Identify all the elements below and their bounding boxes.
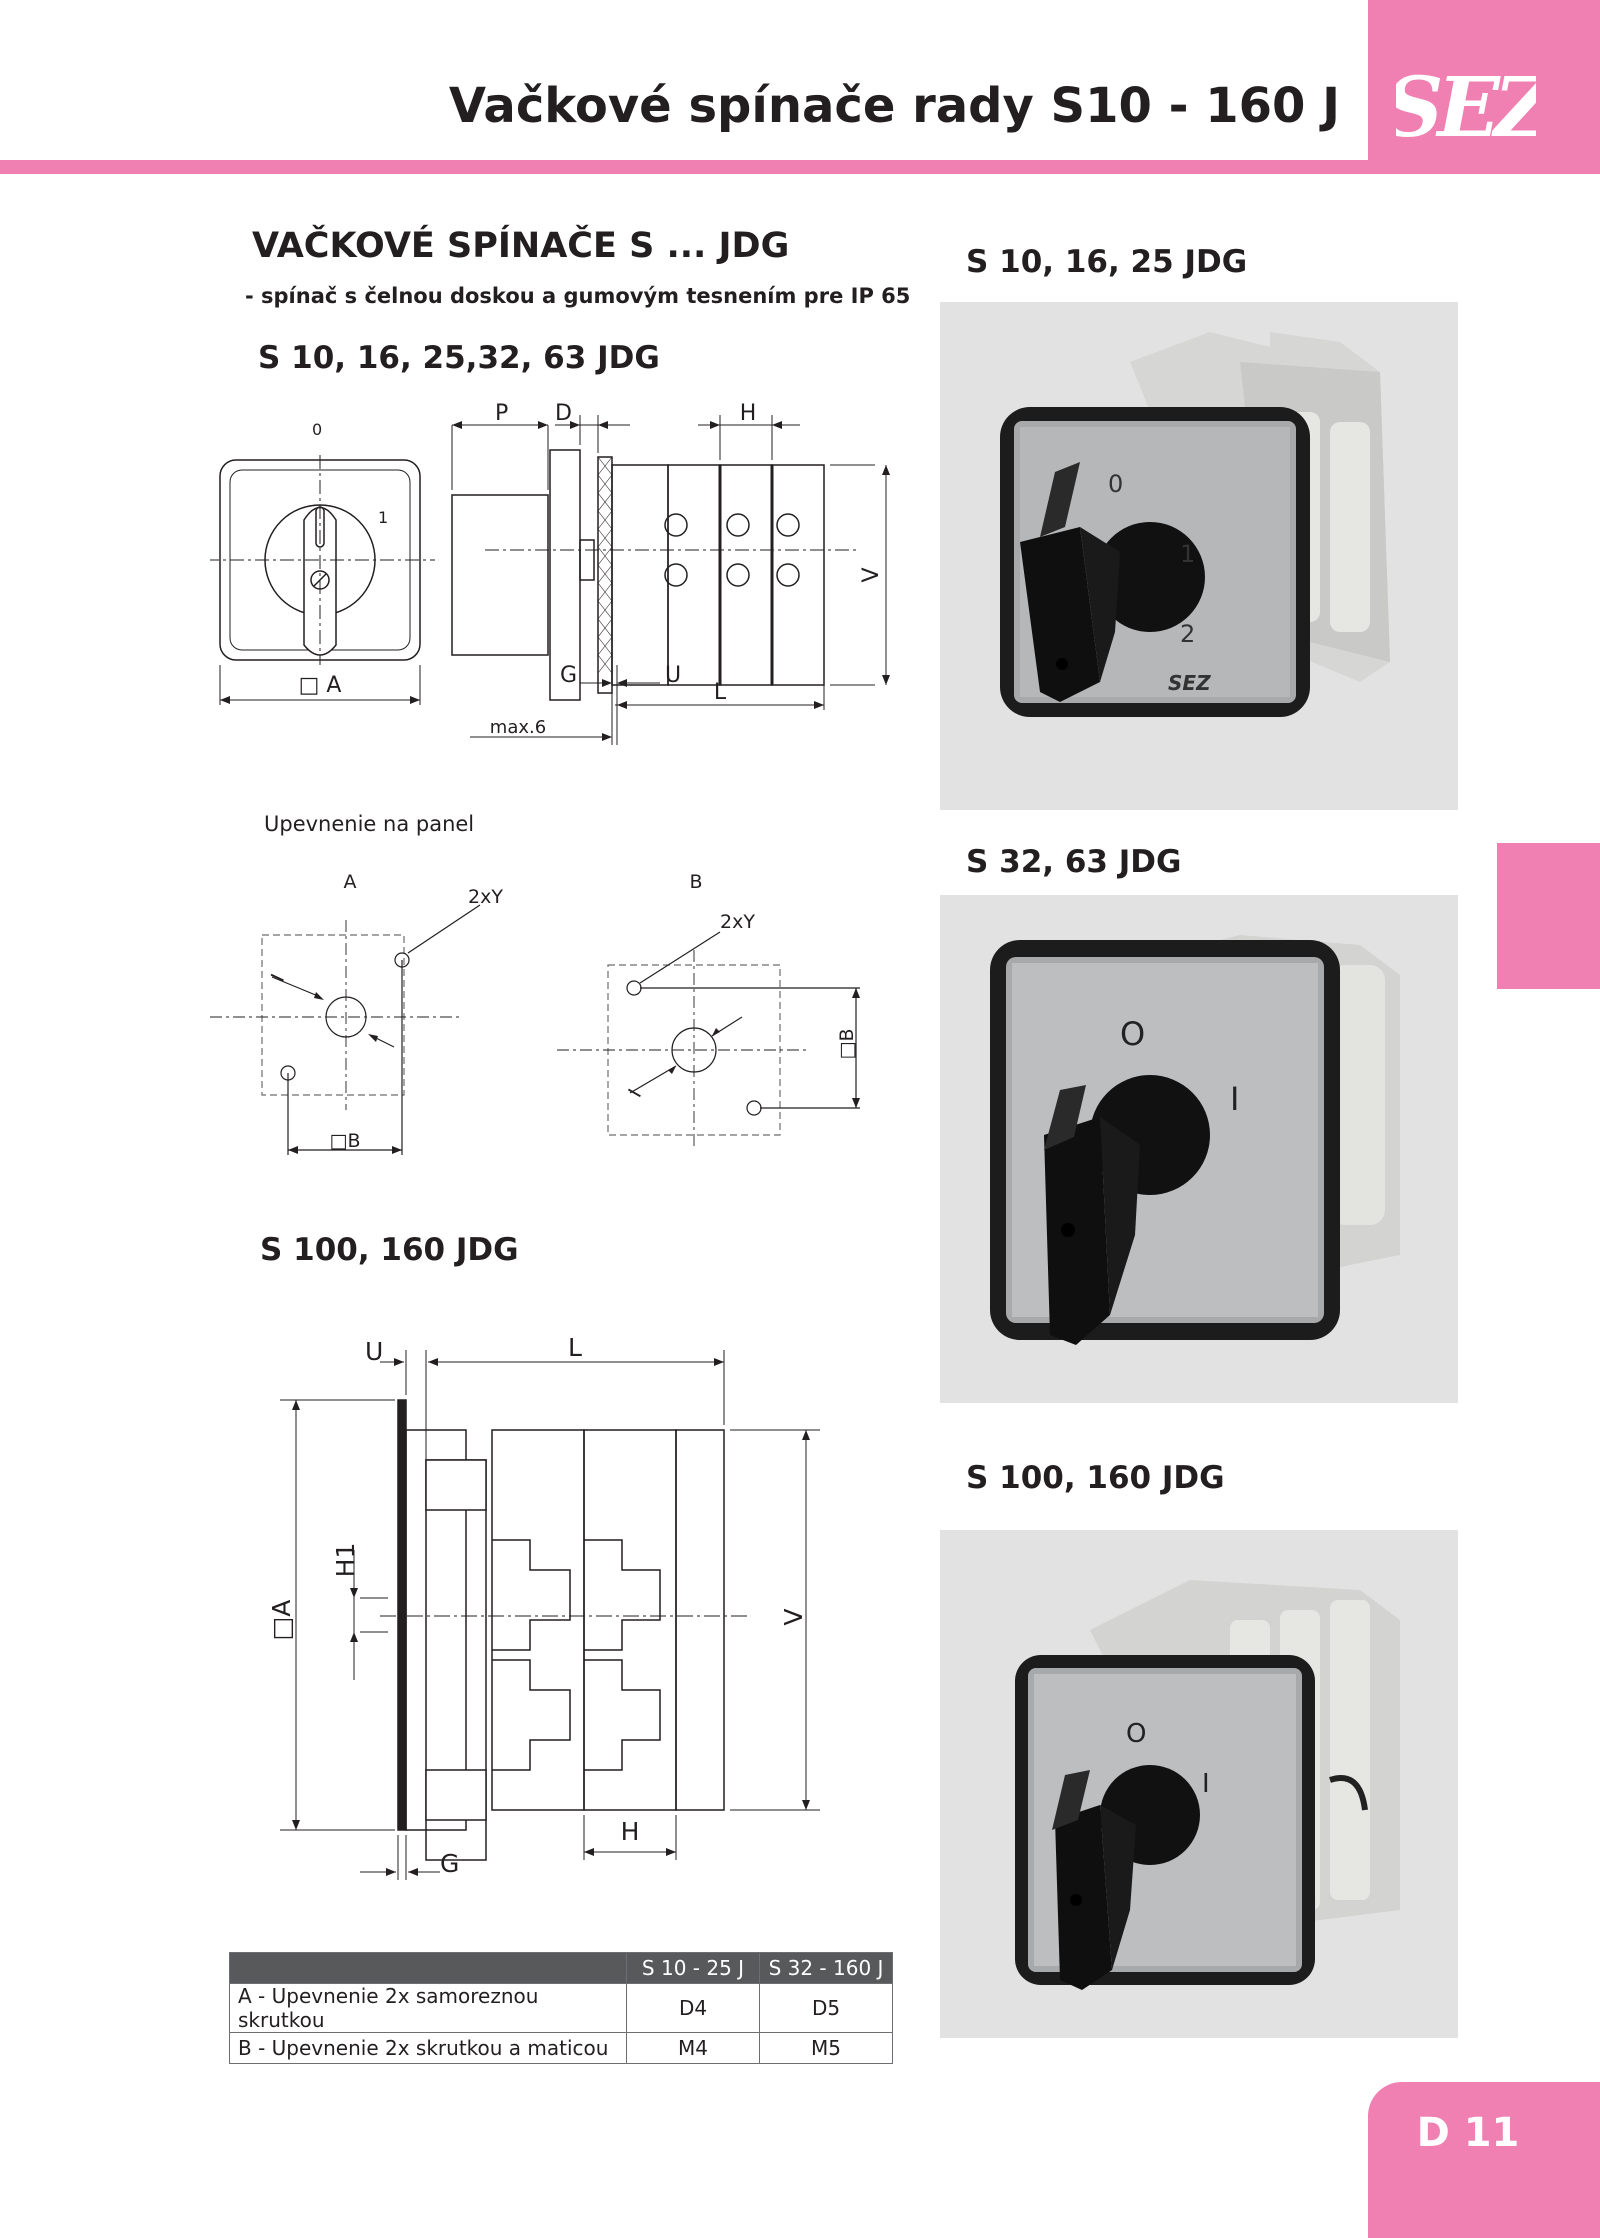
pos-0-label: 0 — [312, 420, 322, 439]
table-row: B - Upevnenie 2x skrutkou a maticou M4 M… — [229, 2032, 893, 2064]
side-tab-marker — [1497, 843, 1600, 989]
dim-h: H — [740, 401, 757, 426]
panel-b-i: I — [624, 1085, 646, 1101]
table-cell: B - Upevnenie 2x skrutkou a maticou — [229, 2032, 627, 2064]
section-title-large-switches: S 100, 160 JDG — [260, 1232, 519, 1268]
dial-label: O — [1126, 1719, 1146, 1749]
fixing-table: S 10 - 25 J S 32 - 160 J A - Upevnenie 2… — [229, 1952, 893, 2064]
section-title-small-switches: S 10, 16, 25,32, 63 JDG — [258, 340, 660, 376]
dim2-l: L — [568, 1333, 582, 1362]
product-photo-3: O I — [940, 1530, 1458, 2038]
page-number: D 11 — [1416, 2110, 1520, 2156]
panel-a-label: A — [344, 871, 357, 893]
panel-b-label: B — [689, 871, 702, 893]
product-photo-1: 0 1 2 SEZ — [940, 302, 1458, 810]
sub-heading: - spínač s čelnou doskou a gumovým tesne… — [245, 284, 911, 308]
dial-brand: SEZ — [1168, 671, 1211, 695]
dial-label: 1 — [1180, 540, 1195, 568]
photo-title-1: S 10, 16, 25 JDG — [966, 244, 1248, 280]
pos-1-label: 1 — [378, 508, 388, 527]
dial-label: O — [1120, 1015, 1145, 1053]
dim2-g: G — [440, 1849, 459, 1878]
table-cell: M5 — [759, 2032, 893, 2064]
dim-a: □ A — [299, 673, 342, 698]
table-header-empty — [229, 1952, 627, 1984]
dial-label: I — [1230, 1080, 1239, 1118]
table-row: A - Upevnenie 2x samoreznou skrutkou D4 … — [229, 1983, 893, 2033]
panel-a-2xy: 2xY — [468, 886, 503, 908]
panel-b-sq-b: □B — [836, 1029, 858, 1060]
switch-image-3: O I — [1015, 1580, 1400, 1990]
dimension-drawing-small-switch: P D H V 0 1 □ A G U L max.6 — [210, 401, 890, 745]
table-header-small: S 10 - 25 J — [626, 1952, 760, 1984]
product-photo-2: O I — [940, 895, 1458, 1403]
logo-text: SEZ — [1396, 60, 1536, 148]
fixing-table-wrap: S 10 - 25 J S 32 - 160 J A - Upevnenie 2… — [229, 1952, 893, 2064]
header-accent-bar — [0, 160, 1600, 174]
switch-image-2: O I — [990, 935, 1400, 1345]
switch-image-1: 0 1 2 SEZ — [1000, 332, 1390, 717]
sez-logo: SEZ — [1396, 60, 1536, 148]
dim-max: max.6 — [490, 717, 546, 738]
table-header-large: S 32 - 160 J — [759, 1952, 893, 1984]
dim2-u: U — [365, 1337, 383, 1366]
dim-u: U — [665, 663, 681, 688]
table-cell: M4 — [626, 2032, 760, 2064]
dim2-a: □A — [267, 1600, 296, 1641]
dim-v: V — [859, 567, 884, 582]
table-cell: D4 — [626, 1983, 760, 2033]
dim-g: G — [560, 663, 577, 688]
dim-l: L — [714, 680, 727, 705]
dim-d: D — [555, 401, 572, 426]
panel-a-sq-b: □B — [330, 1130, 361, 1152]
dial-label: 0 — [1108, 470, 1123, 498]
table-cell: D5 — [759, 1983, 893, 2033]
dim2-h: H — [621, 1817, 640, 1846]
dial-label: I — [1202, 1769, 1210, 1799]
dial-label: 2 — [1180, 620, 1195, 648]
photo-title-3: S 100, 160 JDG — [966, 1460, 1225, 1496]
dim-p: P — [495, 401, 508, 426]
dimension-drawing-large-switch: U L □A H1 V H G — [267, 1333, 820, 1880]
panel-mounting-drawing: A 2xY I □B B 2xY I □B — [210, 871, 860, 1155]
page-title: Vačkové spínače rady S10 - 160 J — [448, 78, 1340, 134]
table-cell: A - Upevnenie 2x samoreznou skrutkou — [229, 1983, 627, 2033]
page-number-tab — [1368, 2082, 1600, 2238]
panel-b-2xy: 2xY — [720, 911, 755, 933]
main-heading: VAČKOVÉ SPÍNAČE S ... JDG — [252, 226, 790, 266]
panel-mount-title: Upevnenie na panel — [264, 812, 475, 836]
dim2-v: V — [779, 1608, 808, 1625]
dim2-h1: H1 — [331, 1543, 360, 1578]
panel-a-i: I — [267, 971, 289, 985]
photo-title-2: S 32, 63 JDG — [966, 844, 1182, 880]
header-accent-block — [1368, 0, 1600, 160]
